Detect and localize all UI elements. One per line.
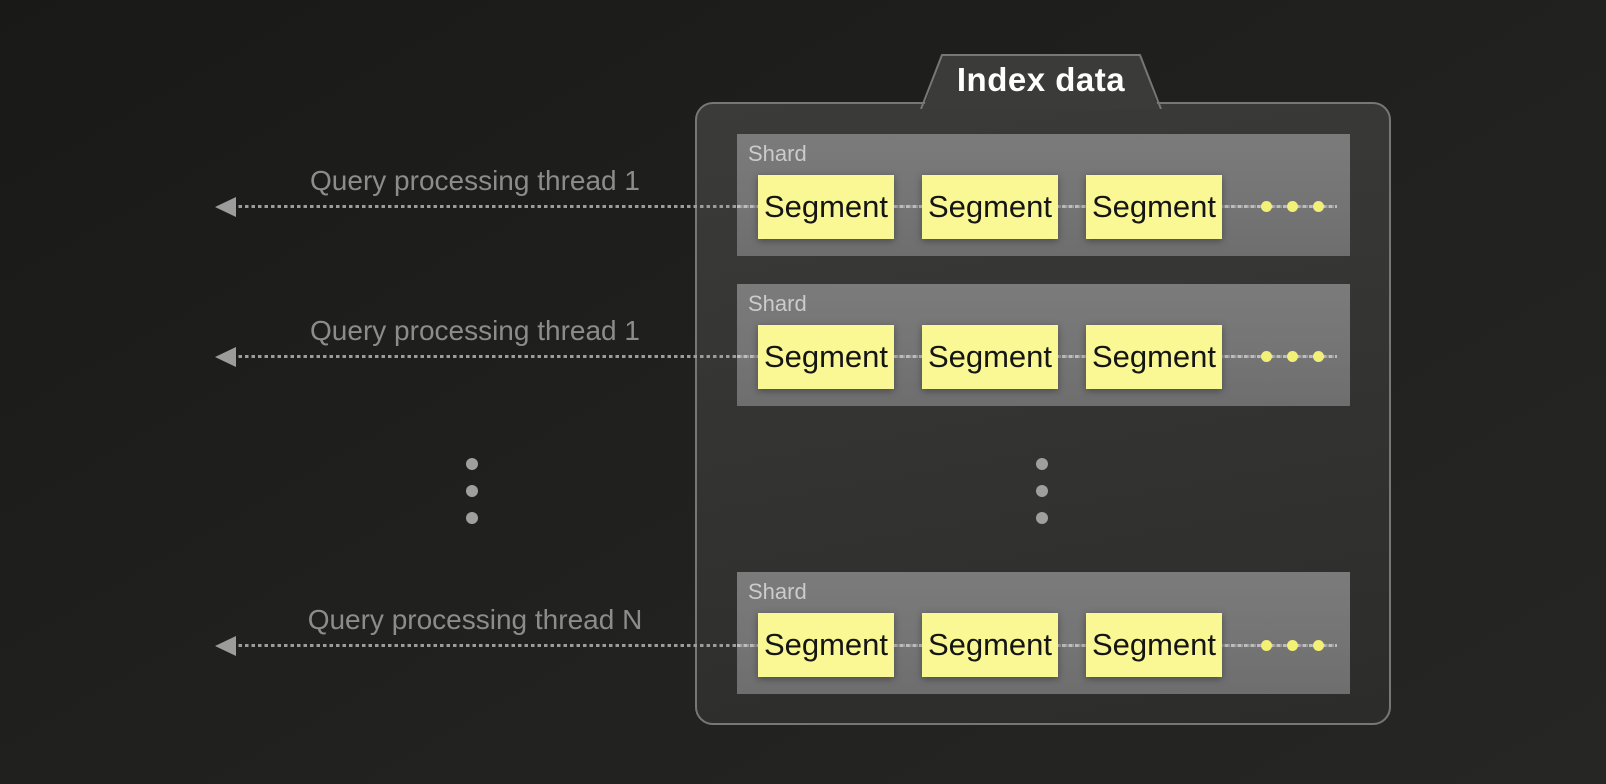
yellow-dot-icon [1261,201,1272,212]
segment-box: Segment [758,613,894,677]
index-data-tab-shape [920,54,1162,109]
shard-label: Shard [748,291,807,316]
left-arrowhead-icon [215,636,236,656]
shard-label: Shard [748,579,807,604]
segment-box: Segment [922,175,1058,239]
index-data-tab-label: Index data [956,61,1126,98]
yellow-dot-icon [1313,201,1324,212]
segment-box: Segment [1086,613,1222,677]
more-shards-ellipsis [1036,458,1048,524]
query-thread-label: Query processing thread N [307,604,643,635]
segment-box: Segment [922,325,1058,389]
segment-box: Segment [758,175,894,239]
left-arrowhead-icon [215,347,236,367]
gray-dot-icon [466,512,478,524]
gray-dot-icon [466,485,478,497]
yellow-dot-icon [1287,351,1298,362]
segment-box: Segment [1086,175,1222,239]
yellow-dot-icon [1287,201,1298,212]
gray-dot-icon [1036,512,1048,524]
yellow-dot-icon [1287,640,1298,651]
yellow-dot-icon [1313,351,1324,362]
segment-box: Segment [1086,325,1222,389]
gray-dot-icon [1036,485,1048,497]
left-arrowhead-icon [215,197,236,217]
more-segments-dots [1261,351,1324,362]
yellow-dot-icon [1313,640,1324,651]
shard-label: Shard [748,141,807,166]
gray-dot-icon [466,458,478,470]
gray-dot-icon [1036,458,1048,470]
more-segments-dots [1261,201,1324,212]
yellow-dot-icon [1261,351,1272,362]
more-threads-ellipsis [466,458,478,524]
yellow-dot-icon [1261,640,1272,651]
query-thread-label: Query processing thread 1 [310,165,640,196]
query-thread-label: Query processing thread 1 [310,315,640,346]
more-segments-dots [1261,640,1324,651]
segment-box: Segment [758,325,894,389]
segment-box: Segment [922,613,1058,677]
